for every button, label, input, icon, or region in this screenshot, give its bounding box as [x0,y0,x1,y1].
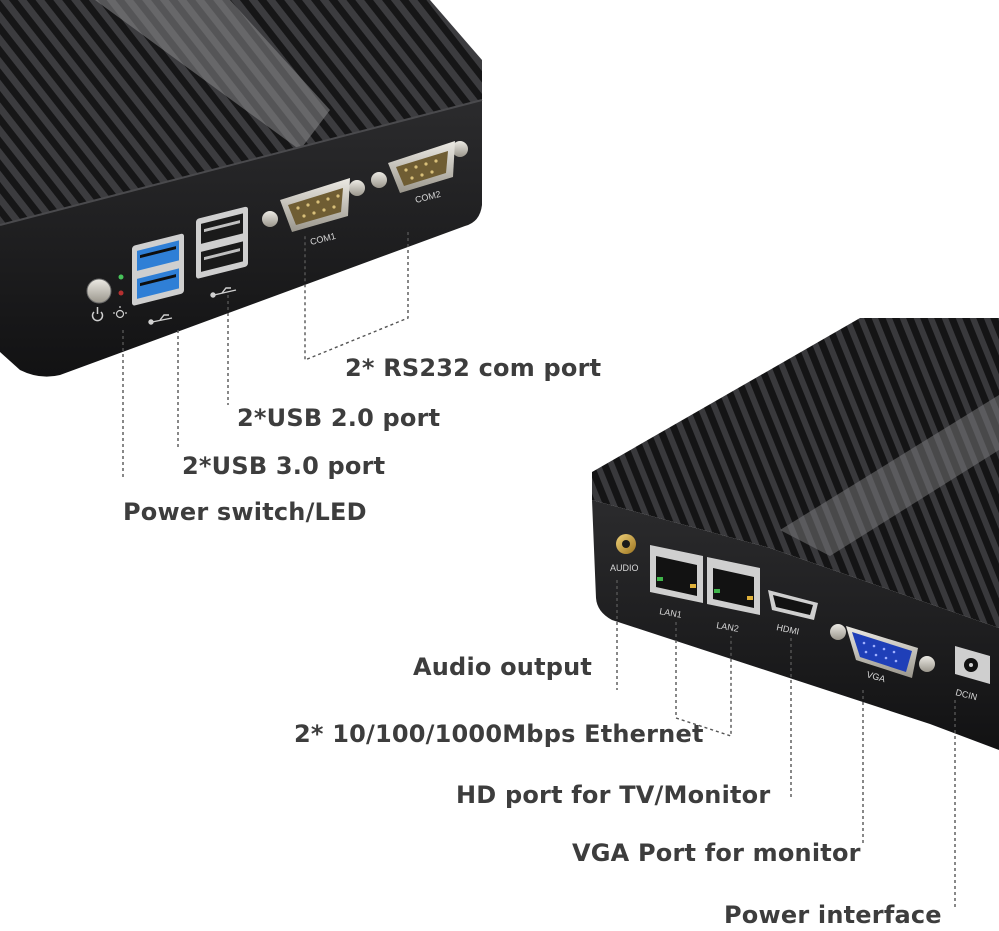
hdmi-port [768,590,818,620]
callout-power-interface: Power interface [724,901,942,929]
usb2-ports [196,206,248,279]
usb3-ports [132,233,184,306]
power-button[interactable] [86,278,112,304]
audio-jack [616,534,636,554]
led-green [118,274,124,280]
usb-icon [210,287,237,298]
leader-lines-bottom [616,580,956,910]
audio-label: AUDIO [610,563,639,573]
heatsink-fins [0,0,482,225]
mini-pc-rear-view: AUDIO LAN1 LAN2 HDMI [592,318,999,750]
callout-vga-port: VGA Port for monitor [572,839,861,867]
front-edge [0,99,483,226]
lan1-port [650,545,703,603]
led-icon [113,306,127,319]
com1-port [262,178,365,232]
leader-lines-top [122,232,409,480]
callout-rs232-com-port: 2* RS232 com port [345,354,602,382]
callout-hd-port: HD port for TV/Monitor [456,781,771,809]
power-icon [91,307,104,322]
vga-port [830,624,935,678]
callout-usb2-port: 2*USB 2.0 port [237,404,441,432]
lan2-port [707,557,760,615]
heatsink-fins [592,318,999,628]
com2-port [371,141,468,193]
led-red [118,290,124,296]
callout-audio-output: Audio output [413,653,593,681]
dc-in-port [955,646,990,684]
lan2-label: LAN2 [716,620,740,634]
heatsink-highlight [95,0,330,150]
lan1-label: LAN1 [659,606,683,620]
mini-pc-front-view: COM1 COM2 [0,0,483,377]
callout-usb3-port: 2*USB 3.0 port [182,452,386,480]
heatsink-highlight [780,395,999,556]
callout-power-switch-led: Power switch/LED [123,498,367,526]
usb-icon [148,314,173,325]
callout-ethernet: 2* 10/100/1000Mbps Ethernet [294,720,704,748]
hdmi-label: HDMI [776,622,801,637]
